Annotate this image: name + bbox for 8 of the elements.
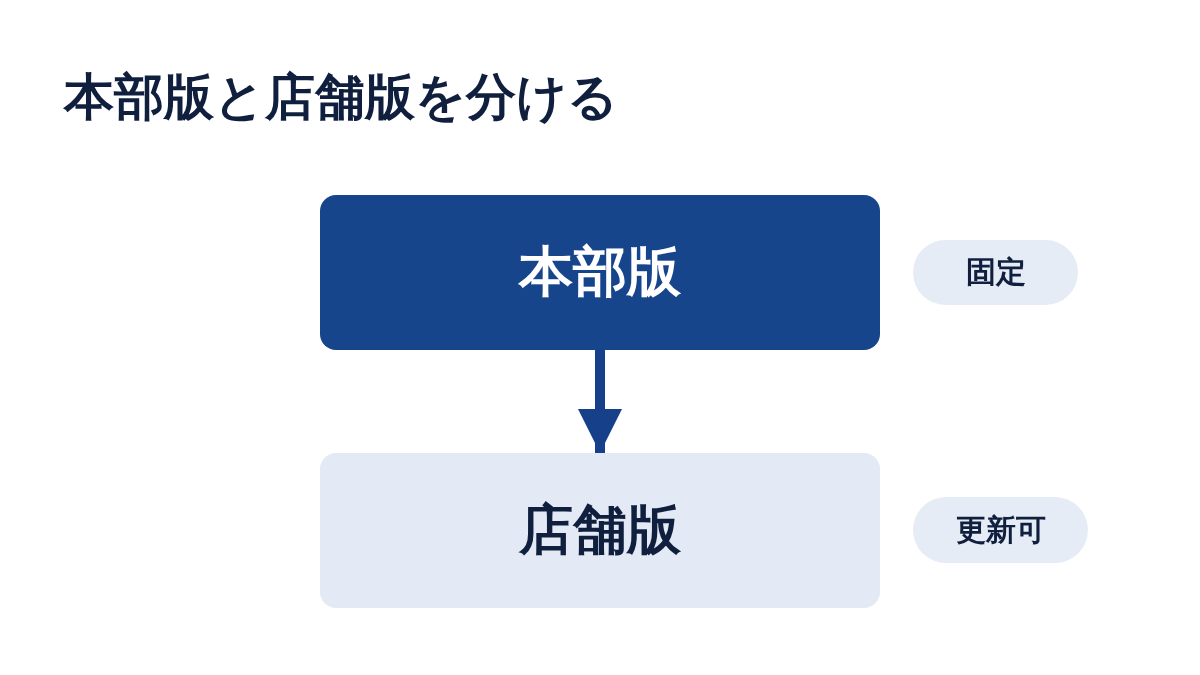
node-label: 本部版 <box>519 239 681 305</box>
arrow <box>578 350 622 453</box>
node-label: 固定 <box>965 253 1026 291</box>
title: 本部版と店舗版を分ける <box>64 67 618 128</box>
node-label: 更新可 <box>955 510 1046 549</box>
process-box <box>320 453 880 608</box>
node-label: 店舗版 <box>519 497 681 563</box>
process-box <box>320 195 880 350</box>
